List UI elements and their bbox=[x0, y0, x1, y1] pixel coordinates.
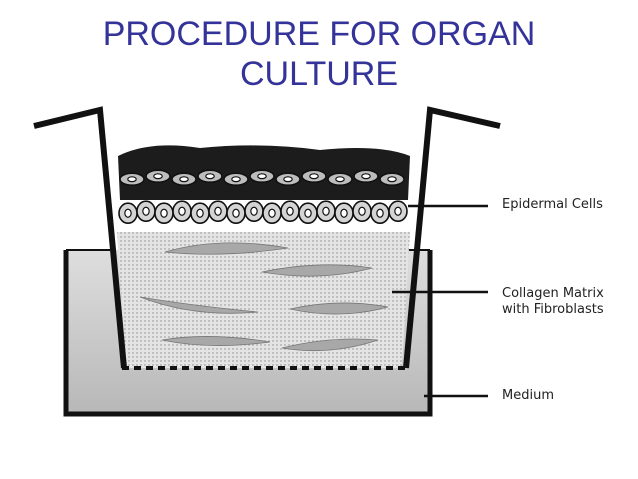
epidermal-cell-nucleus bbox=[205, 173, 215, 180]
epidermal-cell-nucleus bbox=[127, 176, 137, 183]
epidermal-cells bbox=[118, 169, 408, 225]
epidermal-cell-nucleus bbox=[387, 176, 397, 183]
epidermal-layer bbox=[118, 145, 410, 225]
label-epidermal-cells: Epidermal Cells bbox=[502, 197, 603, 212]
label-collagen-matrix-line1: Collagen Matrix bbox=[502, 286, 604, 301]
epidermal-cell-nucleus bbox=[309, 173, 319, 180]
label-collagen-matrix-line2: with Fibroblasts bbox=[502, 302, 604, 317]
epidermal-cell-nucleus bbox=[232, 208, 240, 218]
epidermal-cell-nucleus bbox=[179, 176, 189, 183]
epidermal-cell-nucleus bbox=[153, 173, 163, 180]
page-title: PROCEDURE FOR ORGAN CULTURE bbox=[0, 14, 638, 94]
epidermal-cell-nucleus bbox=[231, 176, 241, 183]
title-line-2: CULTURE bbox=[239, 55, 399, 93]
epidermal-cell-nucleus bbox=[250, 206, 258, 216]
epidermal-cell-nucleus bbox=[394, 206, 402, 216]
epidermal-cell-nucleus bbox=[283, 176, 293, 183]
fibroblast bbox=[261, 264, 373, 277]
epidermal-cell-nucleus bbox=[124, 208, 132, 218]
insert-wall-right bbox=[403, 106, 501, 369]
epidermal-cell-nucleus bbox=[257, 173, 267, 180]
title-line-1: PROCEDURE FOR ORGAN bbox=[102, 15, 536, 53]
fibroblasts bbox=[139, 242, 389, 352]
fibroblast bbox=[289, 302, 389, 315]
epidermal-cell-nucleus bbox=[214, 206, 222, 216]
epidermal-cell-nucleus bbox=[142, 206, 150, 216]
epidermal-cell-nucleus bbox=[196, 208, 204, 218]
dish-outline bbox=[63, 250, 433, 417]
epidermal-cell-nucleus bbox=[304, 208, 312, 218]
epidermal-cell-nucleus bbox=[340, 208, 348, 218]
fibroblast bbox=[281, 338, 379, 352]
fibroblast bbox=[139, 296, 259, 314]
insert-wall-left bbox=[33, 106, 127, 369]
epidermal-cell-nucleus bbox=[376, 208, 384, 218]
epidermal-cell-nucleus bbox=[286, 206, 294, 216]
epidermal-cell-nucleus bbox=[178, 206, 186, 216]
epidermal-cell-nucleus bbox=[322, 206, 330, 216]
fibroblast bbox=[164, 242, 289, 255]
fibroblast bbox=[161, 336, 271, 346]
epidermal-cell-nucleus bbox=[358, 206, 366, 216]
label-medium: Medium bbox=[502, 388, 554, 403]
epidermal-cell-nucleus bbox=[160, 208, 168, 218]
epidermal-cell-nucleus bbox=[268, 208, 276, 218]
epidermal-cell-nucleus bbox=[335, 176, 345, 183]
epidermal-cell-nucleus bbox=[361, 173, 371, 180]
